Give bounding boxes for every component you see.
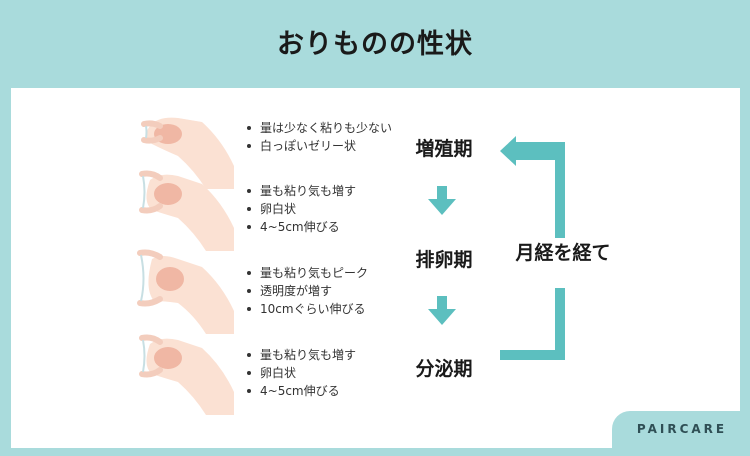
list-item: 透明度が増す xyxy=(244,282,368,300)
hand-stretch-icon xyxy=(139,170,234,251)
list-item: 卵白状 xyxy=(244,200,356,218)
list-item: 量も粘り気も増す xyxy=(244,346,356,364)
list-item: 量も粘り気もピーク xyxy=(244,264,368,282)
content-panel xyxy=(11,88,740,448)
trait-list: 量は少なく粘りも少ない 白っぽいゼリー状 xyxy=(244,119,392,155)
hand-stretch-icon xyxy=(139,334,234,415)
phase-label: 排卵期 xyxy=(415,249,473,271)
brand-logo: PAIRCARE xyxy=(636,422,728,436)
phase-label: 分泌期 xyxy=(415,358,473,380)
arrow-down-icon xyxy=(428,296,456,325)
trait-list: 量も粘り気もピーク 透明度が増す 10cmぐらい伸びる xyxy=(244,264,368,318)
list-item: 10cmぐらい伸びる xyxy=(244,300,368,318)
trait-list: 量も粘り気も増す 卵白状 4~5cm伸びる xyxy=(244,182,356,236)
hand-stretch-icon xyxy=(141,117,234,189)
list-item: 卵白状 xyxy=(244,364,356,382)
list-item: 量も粘り気も増す xyxy=(244,182,356,200)
arrow-down-icon xyxy=(428,186,456,215)
list-item: 量は少なく粘りも少ない xyxy=(244,119,392,137)
list-item: 4~5cm伸びる xyxy=(244,382,356,400)
list-item: 白っぽいゼリー状 xyxy=(244,137,392,155)
page-title: おりものの性状 xyxy=(277,29,473,60)
phase-label: 増殖期 xyxy=(415,138,473,160)
hand-stretch-icon xyxy=(137,249,234,334)
cycle-label: 月経を経て xyxy=(498,238,628,265)
trait-list: 量も粘り気も増す 卵白状 4~5cm伸びる xyxy=(244,346,356,400)
list-item: 4~5cm伸びる xyxy=(244,218,356,236)
